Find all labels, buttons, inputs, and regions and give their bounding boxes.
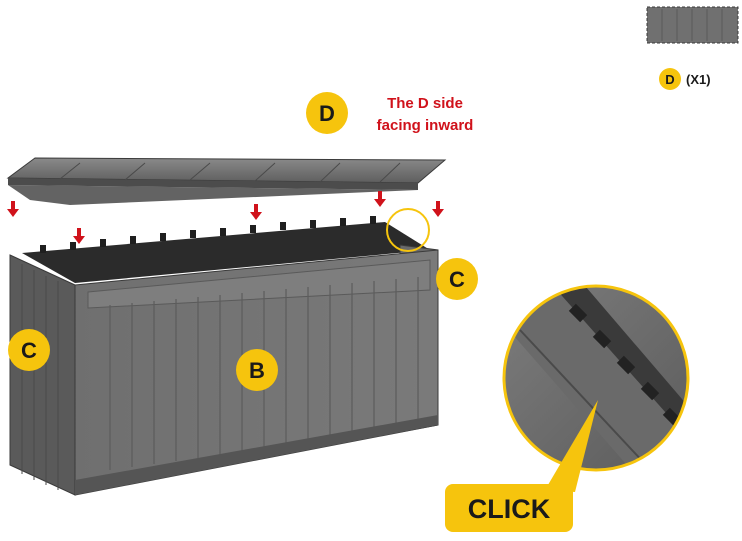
badge-d: D <box>306 92 348 134</box>
lid-label: D <box>319 101 335 126</box>
lid-panel-d <box>6 157 447 205</box>
note-line-2: facing inward <box>377 117 474 134</box>
zoom-detail <box>502 284 690 472</box>
note-line-1: The D side <box>387 95 463 112</box>
click-callout: CLICK <box>445 400 598 532</box>
down-arrow-icon <box>432 201 444 217</box>
legend-part-label: D <box>665 72 674 87</box>
side-left-label: C <box>21 338 37 363</box>
down-arrow-icon <box>374 191 386 207</box>
down-arrow-icon <box>7 201 19 217</box>
click-label: CLICK <box>468 494 551 524</box>
side-right-label: C <box>449 267 465 292</box>
down-arrow-icon <box>73 228 85 244</box>
badge-c-right: C <box>436 258 478 300</box>
magnifier-circle-icon <box>386 208 430 252</box>
legend-part-thumbnail <box>646 6 739 44</box>
front-label: B <box>249 358 265 383</box>
badge-b: B <box>236 349 278 391</box>
down-arrow-icon <box>250 204 262 220</box>
legend-quantity: (X1) <box>686 72 711 87</box>
storage-box-body <box>9 216 439 496</box>
legend-badge-d: D <box>659 68 681 90</box>
badge-c-left: C <box>8 329 50 371</box>
